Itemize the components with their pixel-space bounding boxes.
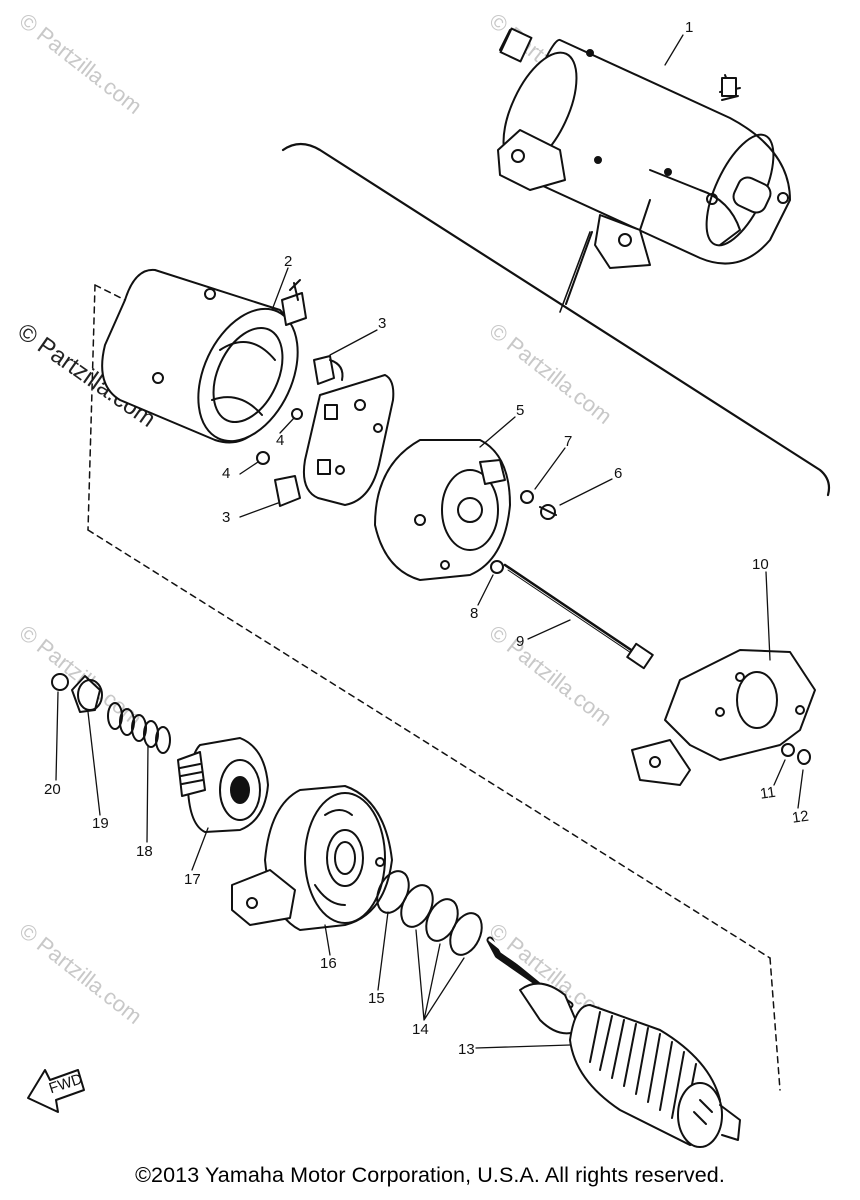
callout-4: 4 bbox=[276, 432, 284, 449]
callout-13: 13 bbox=[458, 1041, 475, 1058]
callout-8: 8 bbox=[470, 605, 478, 622]
part-10-bracket bbox=[631, 649, 816, 786]
part-9-through-bolt bbox=[503, 563, 654, 670]
part-6-7-8-fasteners bbox=[490, 490, 557, 574]
callout-15: 15 bbox=[368, 990, 385, 1007]
callout-20: 20 bbox=[44, 781, 61, 798]
callout-2: 2 bbox=[284, 253, 292, 270]
callout-16: 16 bbox=[320, 955, 337, 972]
part-16-front-cover bbox=[231, 785, 393, 931]
callout-4b: 4 bbox=[222, 465, 230, 482]
part-11-washer bbox=[781, 743, 795, 757]
group-bracket-line bbox=[281, 142, 831, 497]
part-12-nut bbox=[797, 749, 811, 765]
callout-9: 9 bbox=[516, 633, 524, 650]
part-18-spring bbox=[107, 702, 171, 754]
part-20-circlip bbox=[51, 673, 69, 691]
part-2-yoke-housing bbox=[101, 268, 307, 444]
callout-6: 6 bbox=[614, 465, 622, 482]
callout-11: 11 bbox=[759, 784, 777, 803]
part-19-stopper bbox=[71, 675, 103, 713]
callout-17: 17 bbox=[184, 871, 201, 888]
part-1-starter-motor-assembly bbox=[497, 27, 791, 269]
callout-14: 14 bbox=[412, 1021, 429, 1038]
part-13-armature bbox=[486, 936, 741, 1148]
callout-19: 19 bbox=[92, 815, 109, 832]
part-17-clutch-assembly bbox=[177, 737, 269, 833]
callout-numbers: 1 2 3 3 4 4 5 6 7 8 9 10 11 12 13 14 15 … bbox=[44, 19, 810, 1058]
callout-12: 12 bbox=[791, 808, 810, 827]
callout-7: 7 bbox=[564, 433, 572, 450]
callout-1: 1 bbox=[685, 19, 693, 36]
leader-lines bbox=[55, 34, 804, 1049]
copyright-footer: ©2013 Yamaha Motor Corporation, U.S.A. A… bbox=[135, 1163, 725, 1187]
fwd-arrow-icon: FWD bbox=[27, 1069, 85, 1113]
callout-5: 5 bbox=[516, 402, 524, 419]
part-14-shims bbox=[400, 884, 483, 956]
part-5-end-cover bbox=[374, 439, 511, 581]
callout-3: 3 bbox=[378, 315, 386, 332]
part-3-4-brush-holder bbox=[256, 355, 395, 507]
callout-3b: 3 bbox=[222, 509, 230, 526]
callout-18: 18 bbox=[136, 843, 153, 860]
callout-10: 10 bbox=[752, 556, 769, 573]
